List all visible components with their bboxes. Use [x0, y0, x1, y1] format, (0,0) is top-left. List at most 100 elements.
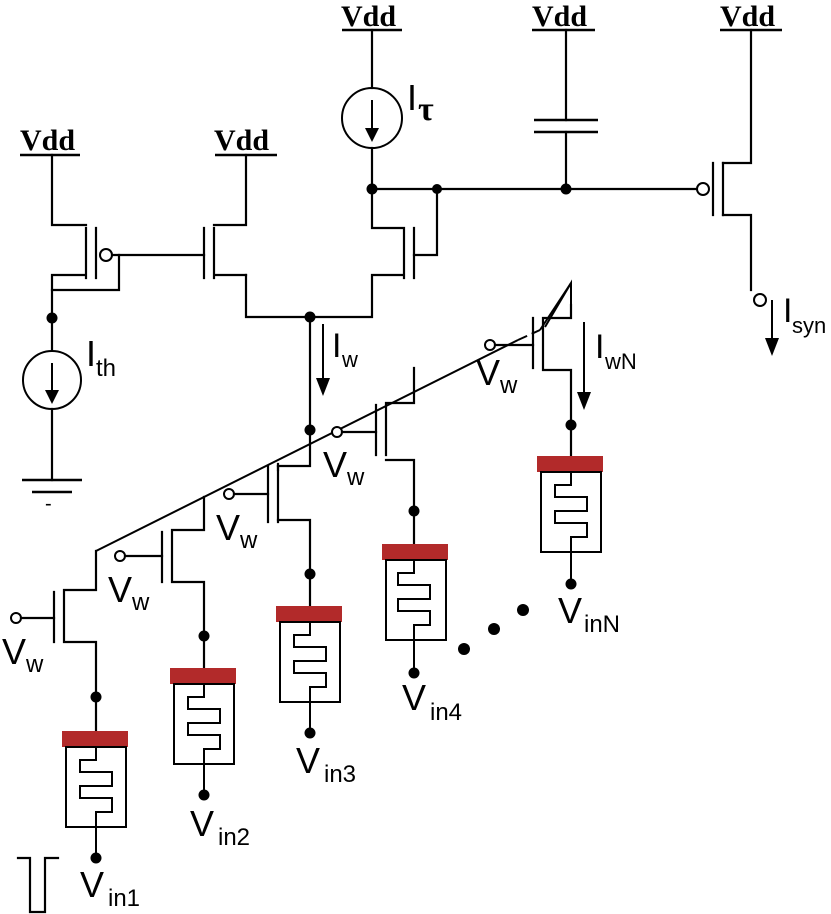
circuit-label: wN	[604, 349, 637, 374]
wire	[50, 253, 121, 292]
pmos-mirror-transistor	[117, 153, 312, 319]
wire	[276, 428, 312, 576]
circuit-label: V	[80, 864, 104, 905]
circuit-label: Vdd	[532, 0, 587, 33]
wire	[52, 549, 98, 699]
synapse-n: I wN V inN V w	[476, 303, 637, 638]
wire	[765, 338, 779, 356]
wire	[16, 856, 60, 914]
circuit-label: w	[341, 347, 358, 372]
ellipsis-dots	[458, 604, 529, 655]
current-source-ith: I th	[22, 312, 116, 482]
circuit-label: V	[216, 507, 240, 548]
integration-node-bus	[435, 183, 705, 195]
circuit-label: V	[296, 740, 320, 781]
vdd-rail-left-1: Vdd	[20, 124, 80, 157]
wire	[45, 390, 59, 404]
junction-dot	[565, 578, 577, 590]
vdd-rail-left-2: Vdd	[214, 124, 277, 157]
circuit-label: -	[45, 493, 52, 515]
circuit-label: I	[86, 333, 96, 374]
wire	[365, 128, 379, 142]
synapse-4: V in4 V w	[323, 366, 462, 726]
wire	[517, 329, 541, 341]
synapse-electrode	[170, 668, 236, 684]
synapse-electrode	[276, 606, 342, 622]
junction-dot	[488, 623, 500, 635]
terminal-node	[696, 182, 710, 196]
summing-node-wire: I w	[304, 311, 358, 436]
circuit-label: syn	[792, 313, 826, 338]
synapse-electrode	[62, 731, 128, 747]
wire	[554, 472, 588, 584]
circuit-label: Vdd	[214, 124, 269, 157]
terminal-node	[753, 293, 767, 307]
circuit-label: I	[595, 328, 604, 366]
circuit-label: Vdd	[720, 0, 775, 33]
wire	[308, 187, 416, 319]
circuit-label: w	[131, 589, 150, 616]
wire	[577, 392, 591, 410]
ground-symbol: -	[22, 478, 82, 515]
junction-dot	[458, 643, 470, 655]
pmos-threshold-transistor	[50, 153, 121, 320]
circuit-label: in4	[430, 699, 462, 726]
wire	[721, 28, 753, 292]
wire	[202, 153, 248, 280]
wire	[244, 273, 312, 319]
synapse-2: V in2 V w	[108, 495, 250, 851]
wire	[95, 339, 519, 552]
synapse-1: V in1 V w	[2, 549, 140, 914]
circuit-label: w	[346, 464, 365, 491]
wire	[187, 684, 221, 795]
circuit-label: w	[499, 372, 518, 399]
circuit-label: in1	[108, 885, 140, 912]
circuit-label: w	[25, 651, 44, 678]
wire	[397, 560, 431, 673]
synapse-3: V in3 V w	[216, 428, 356, 788]
circuit-label: τ	[418, 91, 434, 128]
synapse-electrode	[382, 544, 448, 560]
circuit-label: th	[96, 355, 116, 382]
common-drain-line	[95, 279, 572, 552]
junction-dot	[304, 727, 316, 739]
wire	[539, 282, 572, 331]
circuit-label: V	[108, 569, 132, 610]
terminal-node	[484, 339, 496, 351]
circuit-label: V	[323, 444, 347, 485]
terminal-node	[99, 248, 113, 262]
wire	[293, 622, 327, 733]
current-source-itau: I τ	[341, 28, 434, 191]
circuit-label: V	[190, 803, 214, 844]
terminal-node	[10, 612, 22, 624]
vdd-rail-syn: Vdd	[720, 0, 782, 33]
circuit-label: V	[558, 590, 582, 631]
circuit-label: V	[402, 677, 426, 718]
junction-dot	[517, 604, 529, 616]
circuit-label: I	[332, 327, 341, 365]
synapse-electrode	[537, 456, 603, 472]
junction-dot	[198, 789, 210, 801]
wire	[370, 187, 439, 257]
wire	[266, 462, 280, 524]
circuit-label: V	[476, 352, 500, 393]
circuit-label: inN	[584, 611, 620, 638]
vdd-rail-tau: Vdd	[341, 0, 402, 33]
integrating-capacitor	[534, 28, 598, 191]
wire	[711, 161, 725, 217]
wire	[79, 747, 113, 858]
pmos-output-transistor: I syn	[696, 28, 826, 356]
wire	[374, 366, 416, 513]
circuit-label: I	[783, 292, 792, 330]
circuit-label: in3	[324, 761, 356, 788]
terminal-node	[223, 488, 235, 500]
vdd-rail-cap: Vdd	[532, 0, 595, 33]
circuit-label: Vdd	[20, 124, 75, 157]
terminal-node	[114, 550, 126, 562]
wire	[531, 303, 573, 427]
junction-dot	[408, 667, 420, 679]
circuit-label: w	[239, 527, 258, 554]
circuit-label: in2	[218, 824, 250, 851]
